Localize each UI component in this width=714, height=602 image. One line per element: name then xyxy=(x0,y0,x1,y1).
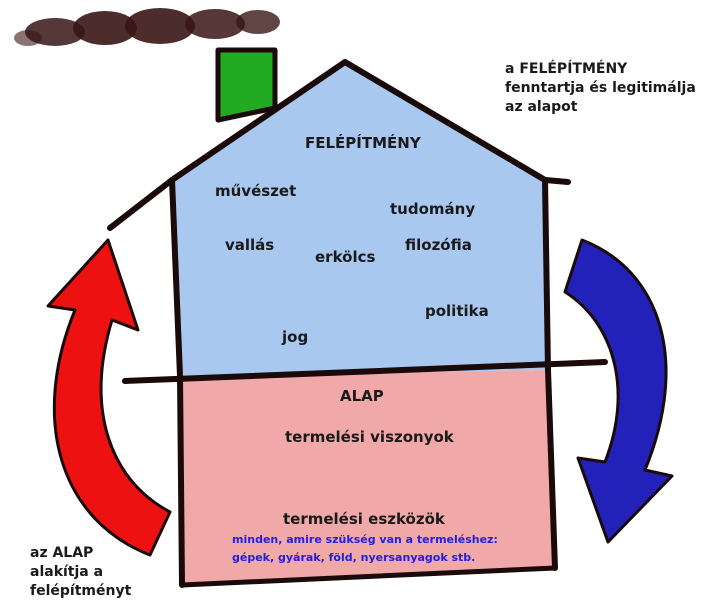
label-morality: erkölcs xyxy=(315,248,376,266)
superstructure-area xyxy=(172,62,548,376)
right-wall xyxy=(542,177,558,571)
label-relations-of-production: termelési viszonyok xyxy=(285,428,454,446)
bottom-left-note-line3: felépítményt xyxy=(30,583,132,599)
top-right-note: a FELÉPÍTMÉNY fenntartja és legitimálja … xyxy=(505,60,696,117)
means-note-line1: minden, amire szükség van a termeléshez: xyxy=(232,533,498,546)
divider-line xyxy=(122,359,608,384)
base-area xyxy=(180,370,555,585)
label-science: tudomány xyxy=(390,200,476,218)
top-right-note-line1: a FELÉPÍTMÉNY xyxy=(505,61,628,77)
label-politics: politika xyxy=(425,302,489,320)
bottom-left-note-line1: az ALAP xyxy=(30,545,94,561)
means-note-line2: gépek, gyárak, föld, nyersanyagok stb. xyxy=(232,551,476,564)
label-art: művészet xyxy=(215,182,297,200)
chimney xyxy=(215,47,278,123)
superstructure-title: FELÉPÍTMÉNY xyxy=(305,134,421,152)
label-philosophy: filozófia xyxy=(405,236,472,254)
right-arrow xyxy=(563,238,674,544)
smoke-cloud xyxy=(14,8,280,46)
bottom-left-note: az ALAP alakítja a felépítményt xyxy=(30,544,131,601)
label-means-of-production: termelési eszközök xyxy=(283,510,445,528)
top-right-note-line2: fenntartja és legitimálja xyxy=(505,80,696,96)
base-title: ALAP xyxy=(340,387,384,405)
roof-outline xyxy=(107,59,571,231)
floor-line xyxy=(179,565,558,588)
label-law: jog xyxy=(282,328,309,346)
top-right-note-line3: az alapot xyxy=(505,99,578,115)
bottom-left-note-line2: alakítja a xyxy=(30,564,104,580)
label-religion: vallás xyxy=(225,236,275,254)
left-arrow xyxy=(46,238,172,557)
